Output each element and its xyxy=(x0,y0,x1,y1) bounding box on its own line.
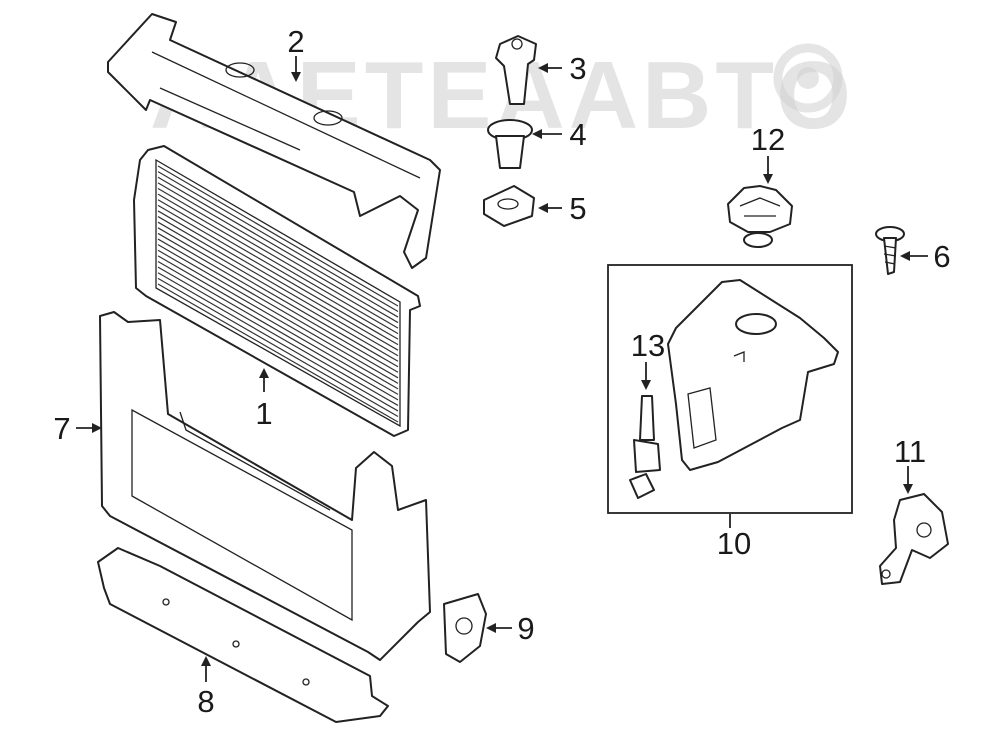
part-7-frame xyxy=(99,311,431,661)
callout-13: 13 xyxy=(631,328,665,363)
part-13-sensor xyxy=(629,395,661,499)
callout-2: 2 xyxy=(287,24,304,59)
radiator-fin xyxy=(157,227,399,368)
radiator-fin xyxy=(157,210,399,351)
callout-3: 3 xyxy=(569,51,586,86)
callout-4: 4 xyxy=(569,117,586,152)
part-11-bracket xyxy=(879,493,949,585)
part-8-deflector xyxy=(97,547,389,723)
radiator-fin xyxy=(157,249,399,390)
radiator-fin xyxy=(157,182,399,324)
callout-arrows xyxy=(76,56,928,682)
callout-9: 9 xyxy=(517,611,534,646)
radiator-fin xyxy=(157,255,399,395)
radiator-fin xyxy=(157,193,399,335)
radiator-fin xyxy=(157,232,399,373)
part-12-cap xyxy=(727,185,793,248)
part-1-radiator xyxy=(133,145,421,437)
part-5-mount xyxy=(483,185,535,227)
radiator-fin xyxy=(157,204,399,346)
radiator-fin xyxy=(157,199,399,340)
part-6-screw xyxy=(875,226,905,275)
radiator-fin xyxy=(157,261,399,401)
callout-12: 12 xyxy=(751,122,785,157)
callout-10: 10 xyxy=(717,526,751,561)
callout-8: 8 xyxy=(197,684,214,719)
radiator-fin xyxy=(157,238,399,379)
radiator-fin xyxy=(157,266,399,406)
part-3-clip xyxy=(495,35,537,105)
radiator-fin xyxy=(157,283,399,423)
radiator-fin xyxy=(157,187,399,329)
radiator-fin xyxy=(157,244,399,384)
callout-5: 5 xyxy=(569,191,586,226)
radiator-fin xyxy=(157,272,399,412)
callout-7: 7 xyxy=(53,411,70,446)
part-4-grommet xyxy=(487,119,533,169)
callout-1: 1 xyxy=(255,396,272,431)
radiator-fin xyxy=(157,176,399,318)
callout-11: 11 xyxy=(894,434,926,469)
watermark-ring-icon xyxy=(773,43,843,113)
part-9-bracket xyxy=(443,593,487,663)
callout-6: 6 xyxy=(933,239,950,274)
part-10-expansion-tank xyxy=(667,279,839,471)
part-2-upper-support xyxy=(107,13,441,269)
part-10-box xyxy=(607,264,853,514)
radiator-fin xyxy=(157,165,399,307)
radiator-fin xyxy=(157,171,399,313)
radiator-fin xyxy=(157,221,399,362)
radiator-fin xyxy=(157,216,399,357)
radiator-fin xyxy=(157,277,399,417)
